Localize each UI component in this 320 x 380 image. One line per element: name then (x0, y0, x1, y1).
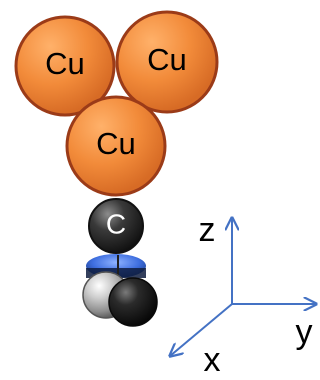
y-axis-label: y (296, 313, 313, 351)
copper-atom-top-right (115, 10, 219, 114)
x-axis (170, 303, 233, 356)
carbon-atom (88, 198, 144, 254)
black-atom (108, 277, 158, 327)
copper-atom-top-left-label: Cu (45, 46, 85, 81)
coordinate-axes: z y x (170, 211, 316, 379)
copper-cluster: Cu Cu Cu (14, 10, 219, 197)
carbon-atom-group: C (88, 198, 144, 254)
copper-atom-top-right-label: Cu (147, 42, 187, 77)
halo-shadow-band (86, 268, 146, 278)
z-axis-label: z (199, 211, 216, 249)
x-axis-label: x (204, 341, 221, 379)
copper-atom-bottom (65, 95, 167, 197)
copper-atom-bottom-label: Cu (96, 126, 136, 161)
lower-molecule-group (82, 254, 158, 327)
copper-atom-top-left (14, 15, 116, 117)
carbon-atom-label: C (106, 208, 126, 239)
